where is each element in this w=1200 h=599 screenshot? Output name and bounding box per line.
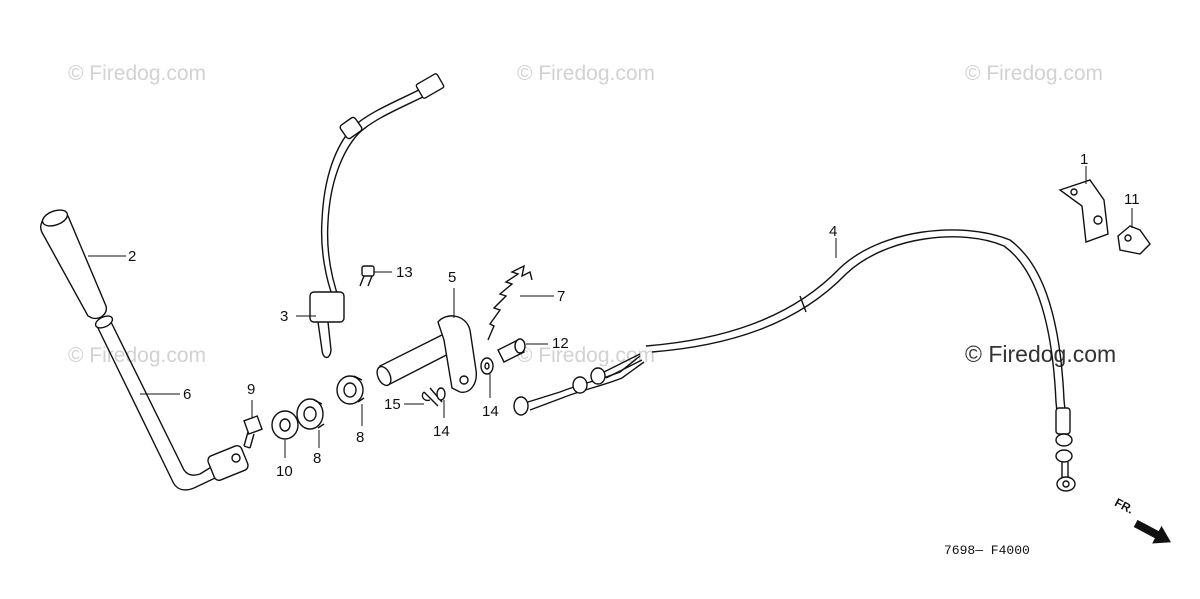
callout-part-10: 10	[276, 463, 293, 480]
callout-part-8: 8	[356, 429, 364, 446]
lever-part-6	[94, 315, 249, 491]
callout-part-9: 9	[247, 381, 255, 398]
callout-part-1: 1	[1080, 151, 1088, 168]
washer-part-14a	[436, 387, 446, 401]
callout-part-12: 12	[552, 335, 569, 352]
callout-part-4: 4	[829, 223, 837, 240]
callout-part-13: 13	[396, 264, 413, 281]
bushing-part-8b	[336, 375, 365, 405]
callout-part-7: 7	[557, 288, 565, 305]
clamp-part-11	[1117, 225, 1151, 255]
callout-part-8: 8	[313, 450, 321, 467]
washer-part-10	[271, 410, 299, 440]
front-arrow-icon	[1133, 519, 1171, 544]
callout-part-3: 3	[280, 308, 288, 325]
washer-part-14b	[480, 357, 494, 375]
front-direction-label: FR.	[1112, 495, 1136, 516]
callout-part-2: 2	[128, 248, 136, 265]
bolt-part-13	[359, 265, 375, 287]
callout-part-14: 14	[482, 403, 499, 420]
leader-lines	[88, 166, 1133, 458]
watermark-main: © Firedog.com	[965, 341, 1116, 367]
watermark: © Firedog.com	[68, 62, 206, 85]
callout-part-5: 5	[448, 269, 456, 286]
callout-part-15: 15	[384, 396, 401, 413]
callout-part-6: 6	[183, 386, 191, 403]
grip-part-2	[39, 209, 107, 320]
watermark: © Firedog.com	[517, 62, 655, 85]
shaft-part-5	[376, 315, 477, 393]
spring-part-7	[487, 264, 533, 341]
bracket-part-1	[1058, 179, 1109, 243]
watermark: © Firedog.com	[965, 62, 1103, 85]
cable-part-4	[513, 229, 1076, 492]
watermark: © Firedog.com	[517, 344, 655, 367]
callout-part-11: 11	[1124, 191, 1140, 208]
pin-part-12	[497, 338, 526, 363]
bolt-part-9	[243, 415, 263, 449]
diagram-code: 7698— F4000	[944, 543, 1030, 558]
switch-part-3	[309, 73, 445, 359]
callout-part-14: 14	[433, 423, 450, 440]
bushing-part-8	[296, 398, 325, 430]
front-direction-indicator: FR.	[1112, 495, 1171, 544]
watermark: © Firedog.com	[68, 344, 206, 367]
